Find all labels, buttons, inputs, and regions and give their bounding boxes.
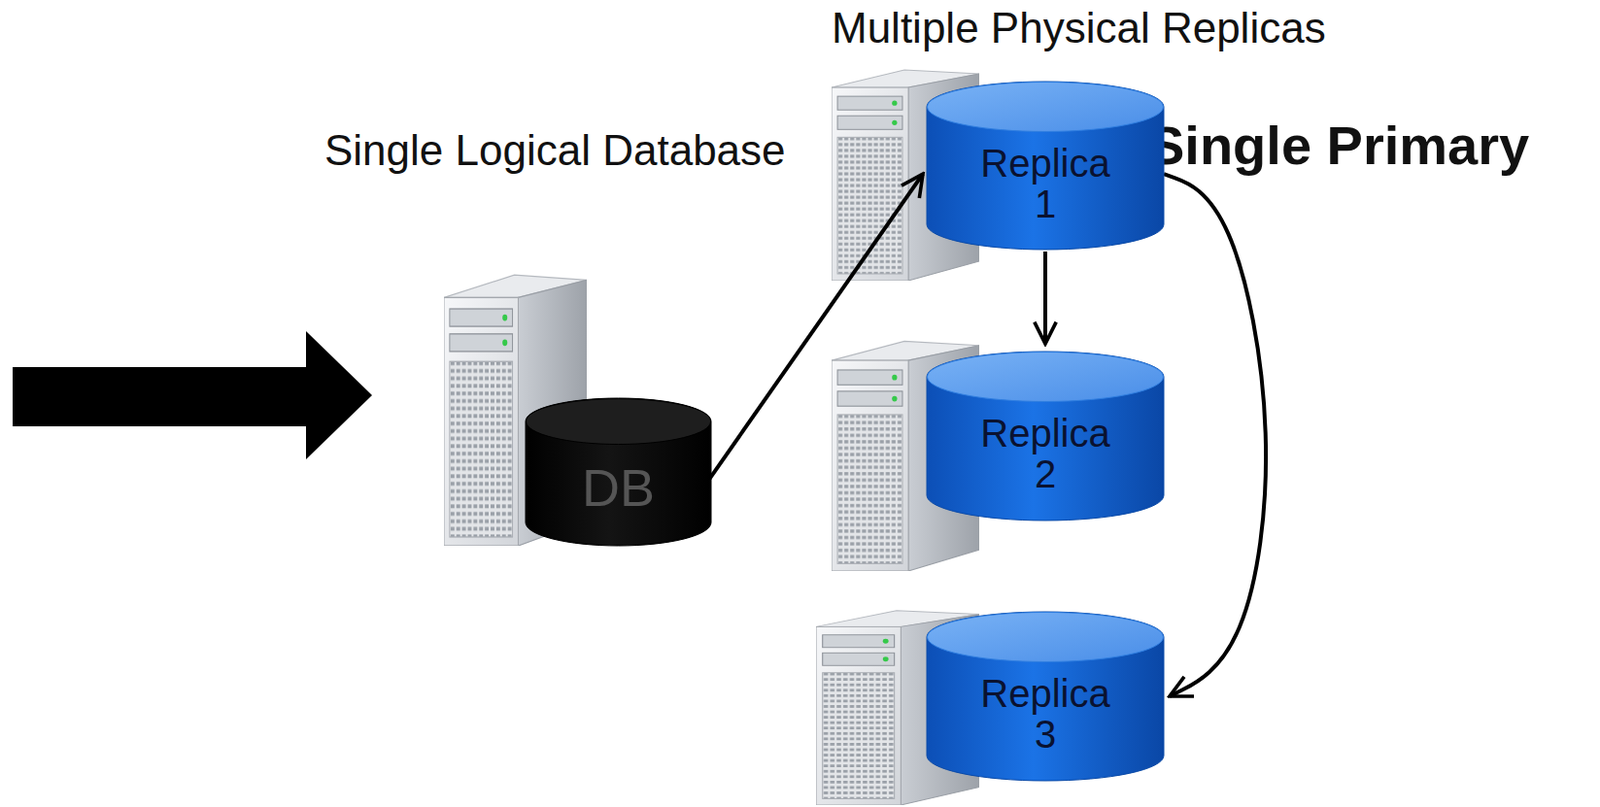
caption-label: Multiple Physical Replicas bbox=[831, 3, 1327, 54]
replication-arrow bbox=[1043, 251, 1048, 344]
replica-name: Replica 3 bbox=[972, 673, 1119, 755]
replication-arrow bbox=[709, 173, 923, 479]
replica-cylinder: Replica 1 bbox=[926, 81, 1164, 250]
replica-cylinder: Replica 2 bbox=[926, 351, 1164, 521]
role-label: Single Primary bbox=[1148, 114, 1530, 177]
replica-name: Replica 2 bbox=[972, 412, 1119, 495]
replication-arrow bbox=[1163, 173, 1266, 697]
flow-arrow bbox=[12, 331, 373, 460]
replica-cylinder: Replica 3 bbox=[926, 612, 1164, 782]
replica-name: Replica 1 bbox=[972, 142, 1119, 225]
database-name: DB bbox=[581, 460, 655, 516]
caption-label: Single Logical Database bbox=[324, 126, 786, 176]
database-cylinder: DB bbox=[525, 398, 712, 546]
